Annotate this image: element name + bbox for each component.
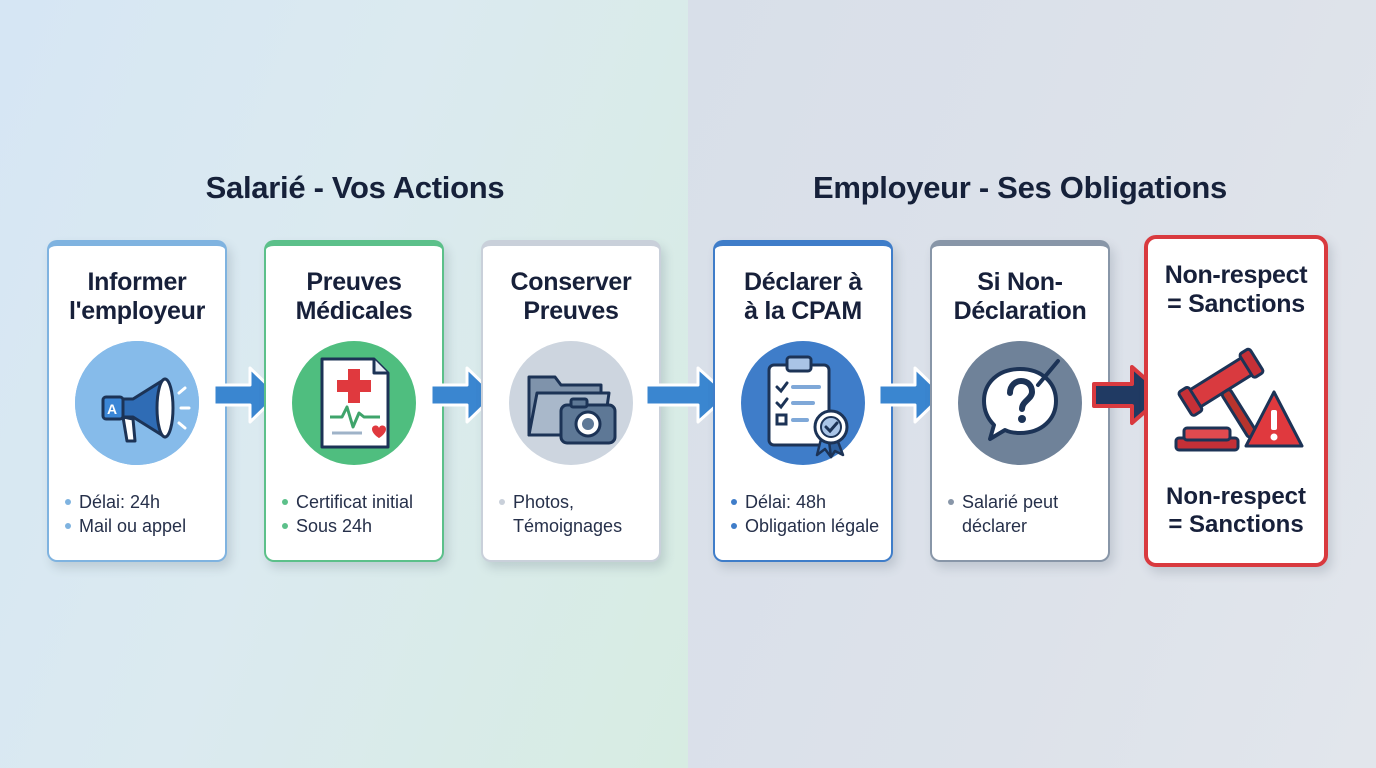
bullet-item: Délai: 48h xyxy=(731,490,883,514)
step-card-informer: Informer l'employeur A Délai: 24h Mail o… xyxy=(47,240,227,562)
card-bullets: Salarié peut déclarer xyxy=(948,490,1100,538)
card-bullets: Délai: 24h Mail ou appel xyxy=(65,490,217,538)
checklist-badge-icon xyxy=(741,341,865,465)
medical-certificate-icon xyxy=(292,341,416,465)
bullet-item: Délai: 24h xyxy=(65,490,217,514)
bullet-item: Photos, xyxy=(499,490,651,514)
employee-section-title: Salarié - Vos Actions xyxy=(205,170,505,205)
folder-camera-icon xyxy=(509,341,633,465)
bullet-item: Obligation légale xyxy=(731,514,883,538)
svg-text:A: A xyxy=(107,401,117,417)
step-card-conserver-preuves: Conserver Preuves Photos, Témoignages xyxy=(481,240,661,562)
bullet-continuation: Témoignages xyxy=(513,516,623,536)
bullet-item: Salarié peut xyxy=(948,490,1100,514)
question-bubble-icon xyxy=(958,341,1082,465)
card-title: Déclarer à à la CPAM xyxy=(744,268,862,325)
bullet-item: Mail ou appel xyxy=(65,514,217,538)
gavel-warning-icon xyxy=(1166,334,1310,458)
card-bullets: Certificat initial Sous 24h xyxy=(282,490,434,538)
card-bullets: Photos, Témoignages xyxy=(499,490,651,538)
card-title: Non-respect = Sanctions xyxy=(1164,261,1308,318)
bullet-item: Certificat initial xyxy=(282,490,434,514)
employer-section-title: Employeur - Ses Obligations xyxy=(813,170,1227,205)
bullet-item: Sous 24h xyxy=(282,514,434,538)
step-card-sanctions: Non-respect = Sanctions Non-respect = Sa… xyxy=(1144,235,1328,567)
step-card-non-declaration: Si Non- Déclaration Salarié peut déclare… xyxy=(930,240,1110,562)
sanctions-label: Non-respect = Sanctions xyxy=(1165,483,1307,538)
step-card-preuves-medicales: Preuves Médicales Certificat initial Sou… xyxy=(264,240,444,562)
megaphone-icon: A xyxy=(75,341,199,465)
card-title: Preuves Médicales xyxy=(295,268,413,325)
card-title: Si Non- Déclaration xyxy=(953,268,1087,325)
step-card-declarer-cpam: Déclarer à à la CPAM Délai: 48h Obligati… xyxy=(713,240,893,562)
flow-arrow xyxy=(875,362,947,428)
card-title: Informer l'employeur xyxy=(68,268,206,325)
bullet-continuation: déclarer xyxy=(962,516,1028,536)
card-bullets: Délai: 48h Obligation légale xyxy=(731,490,883,538)
card-title: Conserver Preuves xyxy=(510,268,632,325)
